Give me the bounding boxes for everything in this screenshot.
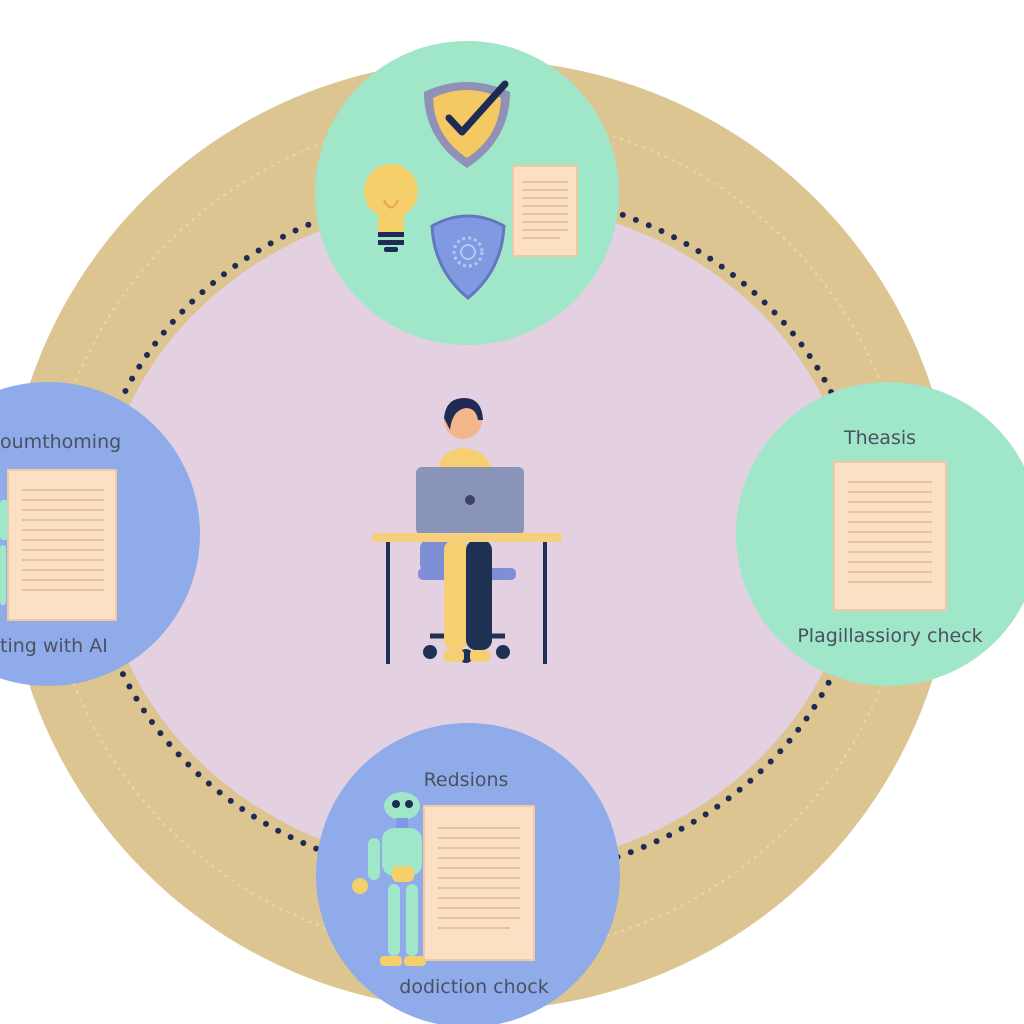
shield-check-icon bbox=[424, 80, 510, 168]
robot-icon bbox=[352, 792, 436, 966]
top-node bbox=[315, 41, 619, 345]
bottom-node: Redsions dodiction chock bbox=[316, 723, 620, 1024]
document-icon bbox=[423, 805, 535, 961]
shield-gear-icon bbox=[430, 214, 506, 300]
left-node-caption: ting with AI bbox=[0, 635, 108, 657]
document-icon bbox=[512, 165, 578, 257]
person-at-laptop-icon bbox=[372, 398, 562, 664]
right-node-title: Theasis bbox=[843, 427, 916, 449]
left-node: oumthoming ting with AI bbox=[0, 382, 200, 686]
lightbulb-icon bbox=[364, 164, 418, 252]
robot-icon bbox=[0, 500, 8, 605]
right-node-caption: Plagillassiory check bbox=[797, 625, 982, 647]
right-node: Theasis Plagillassiory check bbox=[736, 382, 1024, 686]
document-icon bbox=[833, 461, 947, 611]
bottom-node-caption: dodiction chock bbox=[399, 976, 548, 998]
bottom-node-title: Redsions bbox=[424, 769, 509, 791]
left-node-title: oumthoming bbox=[0, 431, 121, 453]
document-icon bbox=[7, 469, 117, 621]
